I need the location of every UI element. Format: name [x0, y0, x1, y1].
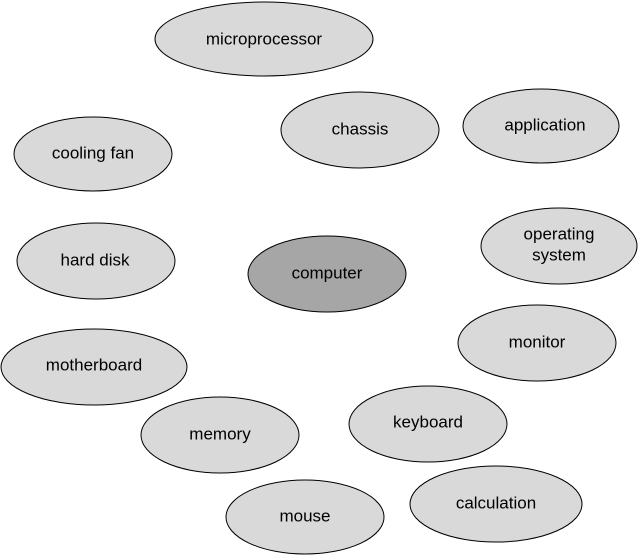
- node-operating-system-shape: [480, 207, 638, 285]
- node-computer: computer: [247, 235, 407, 313]
- node-calculation-shape: [409, 465, 583, 543]
- node-memory: memory: [140, 396, 300, 474]
- node-memory-label: memory: [189, 424, 251, 443]
- node-motherboard-label: motherboard: [46, 355, 142, 374]
- node-chassis: chassis: [280, 91, 440, 169]
- node-computer-label: computer: [292, 263, 363, 282]
- node-chassis-label: chassis: [332, 119, 389, 138]
- node-cooling-fan-label: cooling fan: [52, 143, 134, 162]
- node-operating-system-label-line1: operating: [524, 224, 595, 243]
- node-application-shape: [462, 88, 620, 164]
- node-monitor: monitor: [457, 304, 617, 382]
- node-keyboard: keyboard: [348, 385, 508, 463]
- node-calculation: calculation: [409, 465, 583, 543]
- node-microprocessor: microprocessor: [154, 1, 374, 77]
- node-keyboard-shape: [348, 385, 508, 463]
- node-microprocessor-label: microprocessor: [206, 29, 323, 48]
- node-operating-system: operating system: [480, 207, 638, 285]
- node-chassis-shape: [280, 91, 440, 169]
- node-keyboard-label: keyboard: [393, 412, 463, 431]
- node-mouse: mouse: [225, 479, 385, 555]
- node-monitor-shape: [457, 304, 617, 382]
- node-hard-disk: hard disk: [16, 222, 176, 300]
- node-monitor-label: monitor: [509, 332, 566, 351]
- node-cooling-fan-shape: [13, 116, 173, 192]
- node-mouse-label: mouse: [279, 506, 330, 525]
- node-motherboard-shape: [0, 328, 188, 406]
- node-motherboard: motherboard: [0, 328, 188, 406]
- node-calculation-label: calculation: [456, 493, 536, 512]
- node-operating-system-label-line2: system: [532, 245, 586, 264]
- node-memory-shape: [140, 396, 300, 474]
- node-microprocessor-shape: [154, 1, 374, 77]
- node-hard-disk-shape: [16, 222, 176, 300]
- node-mouse-shape: [225, 479, 385, 555]
- node-hard-disk-label: hard disk: [61, 250, 130, 269]
- node-computer-shape: [247, 235, 407, 313]
- node-cooling-fan: cooling fan: [13, 116, 173, 192]
- node-application: application: [462, 88, 620, 164]
- node-application-label: application: [504, 115, 585, 134]
